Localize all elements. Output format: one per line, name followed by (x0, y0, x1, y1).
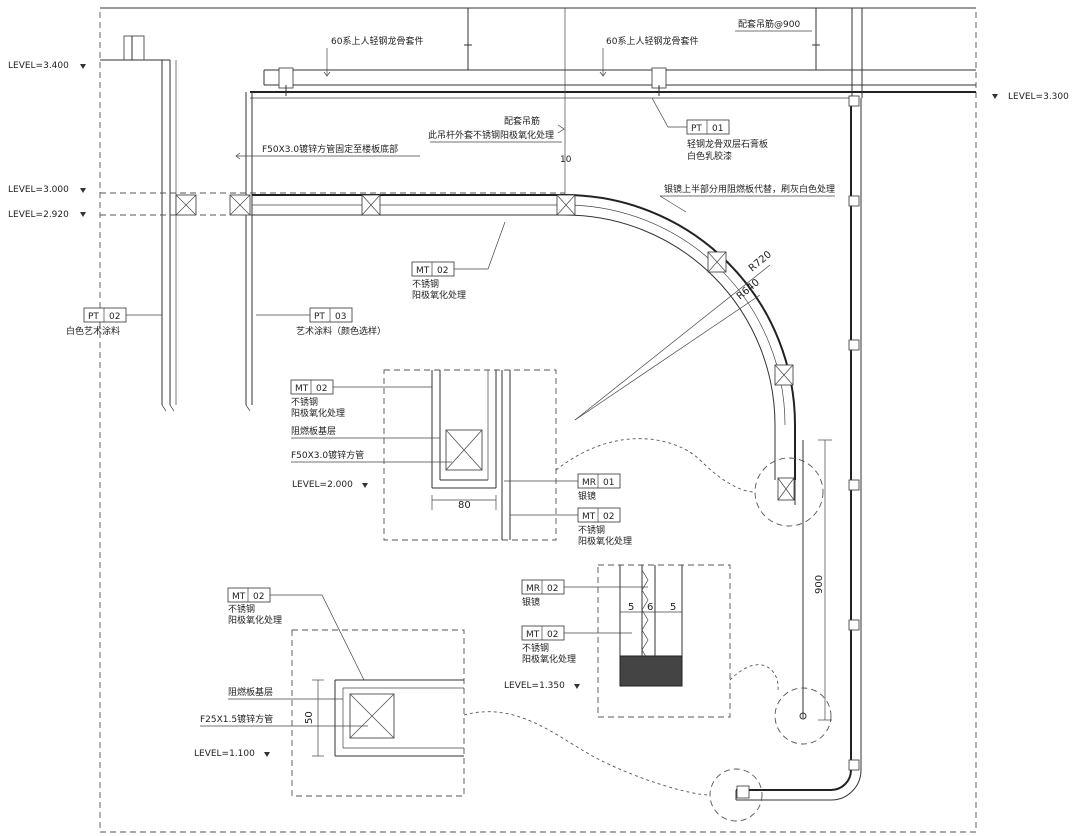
detail-box-2 (597, 564, 731, 718)
tag-mt02-d1-num: 02 (316, 384, 327, 394)
tag-mr02-d2-num: 02 (547, 584, 558, 594)
tag-pt03-line1: 艺术涂料（颜色选样） (296, 325, 386, 337)
tag-pt02-code: PT (88, 312, 99, 322)
base-block (619, 655, 683, 687)
tag-mt02-d1b-num: 02 (603, 512, 614, 522)
dim-6: 6 (647, 602, 653, 613)
detail-box-1 (383, 369, 557, 541)
ceiling-notes: 60系上人轻钢龙骨套件 60系上人轻钢龙骨套件 配套吊筋@900 配套吊筋 此吊… (235, 18, 835, 724)
detail-callouts (463, 438, 832, 822)
level-2000: LEVEL=2.000 (292, 480, 353, 490)
dim-5a: 5 (628, 602, 634, 613)
tag-mt02-d1b-line1: 不锈钢 (578, 524, 605, 536)
dim-10: 10 (560, 155, 572, 165)
level-1350: LEVEL=1.350 (504, 681, 565, 691)
material-tags: PT 01 轻钢龙骨双层石膏板 白色乳胶漆 PT 02 白色艺术涂料 PT 03… (66, 97, 768, 727)
keel-note-left: 60系上人轻钢龙骨套件 (331, 35, 423, 47)
tag-pt01-num: 01 (712, 124, 723, 134)
tag-mt02-d2-line2: 阳极氧化处理 (522, 653, 576, 665)
dim-900-line (818, 439, 832, 721)
label-pipe-25: F25X1.5镀锌方管 (200, 713, 273, 725)
level-3000: LEVEL=3.000 (8, 185, 69, 195)
tag-mt02-main-code: MT (416, 266, 430, 276)
hanger-note: 配套吊筋 (504, 115, 540, 127)
dim-80: 80 (458, 500, 471, 511)
tag-mt02-d3-code: MT (232, 592, 246, 602)
tag-mt02-d1-line2: 阳极氧化处理 (291, 407, 345, 419)
tag-mt02-main-line2: 阳极氧化处理 (412, 289, 466, 301)
tag-pt02-num: 02 (109, 312, 120, 322)
tag-pt03-code: PT (314, 312, 325, 322)
tag-mr02-d2-line1: 银镜 (522, 596, 540, 608)
tag-mr01-d1-line1: 银镜 (578, 490, 596, 502)
tag-mt02-d3-line1: 不锈钢 (228, 603, 255, 615)
tag-pt01-line2: 白色乳胶漆 (687, 150, 732, 162)
left-wall (100, 35, 253, 412)
dim-50: 50 (304, 711, 315, 724)
label-pipe-50: F50X3.0镀锌方管 (291, 449, 364, 461)
level-3300: LEVEL=3.300 (1008, 92, 1069, 102)
tag-pt03-num: 03 (335, 312, 346, 322)
ceiling-slab (100, 7, 976, 200)
tag-mr01-d1-code: MR (582, 478, 596, 488)
tag-mt02-d2-line1: 不锈钢 (522, 642, 549, 654)
tag-mt02-d1b-line2: 阳极氧化处理 (578, 535, 632, 547)
tag-mt02-d1-line1: 不锈钢 (291, 396, 318, 408)
level-markers: LEVEL=3.400 LEVEL=3.300 LEVEL=3.000 LEVE… (8, 61, 1069, 759)
tag-mt02-main-line1: 不锈钢 (412, 278, 439, 290)
tag-mt02-main-num: 02 (437, 266, 448, 276)
label-fr-board-2: 阻燃板基层 (228, 686, 273, 698)
pipe-note: F50X3.0镀锌方管固定至楼板底部 (262, 143, 398, 155)
tag-mt02-d2-num: 02 (547, 630, 558, 640)
tag-mt02-d2-code: MT (526, 630, 540, 640)
tag-mt02-d1b-code: MT (582, 512, 596, 522)
tag-mt02-d1-code: MT (295, 384, 309, 394)
tag-mr02-d2-code: MR (526, 584, 540, 594)
curved-mirror-frame (100, 95, 862, 801)
level-3400: LEVEL=3.400 (8, 61, 69, 71)
label-fr-board-1: 阻燃板基层 (291, 425, 336, 437)
keel-note-right: 60系上人轻钢龙骨套件 (606, 35, 698, 47)
hanger-rod-note: 此吊杆外套不锈钢阳极氧化处理 (428, 129, 554, 141)
dim-5b: 5 (670, 602, 676, 613)
dim-900: 900 (814, 575, 825, 594)
tag-mt02-d3-line2: 阳极氧化处理 (228, 614, 282, 626)
detail-box-3 (291, 629, 465, 797)
tag-pt01-line1: 轻钢龙骨双层石膏板 (687, 138, 768, 150)
tag-pt01-code: PT (691, 124, 702, 134)
dim-r720: R720 (747, 249, 774, 274)
level-2920: LEVEL=2.920 (8, 210, 69, 220)
mirror-note: 银镜上半部分用阻燃板代替，刷灰白色处理 (664, 183, 835, 195)
tag-mr01-d1-num: 01 (603, 478, 614, 488)
tag-mt02-d3-num: 02 (253, 592, 264, 602)
level-1100: LEVEL=1.100 (194, 749, 255, 759)
tag-pt02-line1: 白色艺术涂料 (66, 325, 120, 337)
hanger-900-note: 配套吊筋@900 (738, 18, 800, 30)
